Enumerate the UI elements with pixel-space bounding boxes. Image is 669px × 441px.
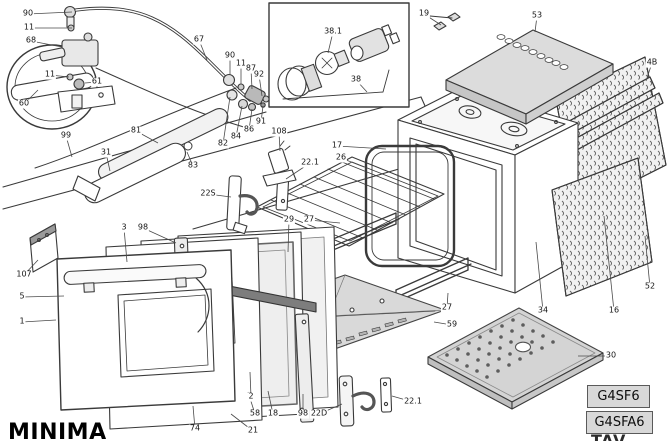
gas-pipe [74, 6, 252, 102]
hinge-bracket-lower [379, 377, 393, 413]
model-badge-2: G4SFA6 [586, 411, 653, 434]
model-badge-1: G4SF6 [587, 385, 650, 408]
micro-switch [262, 140, 297, 187]
door-gasket-frame [364, 144, 456, 268]
oven-door [56, 249, 236, 411]
brand-logo: MINIMA [8, 420, 107, 441]
bottom-tray [427, 307, 604, 410]
glass-column-bottom [294, 313, 315, 423]
hinge-right [338, 375, 376, 427]
oven-burner [72, 108, 229, 204]
top-cover [445, 29, 614, 125]
side-insulation-panel [551, 157, 653, 297]
pipe-fittings [222, 73, 270, 112]
small-plate [29, 223, 59, 273]
sheet-number: TAV. 425 [591, 431, 631, 441]
tray-holes [445, 318, 555, 379]
gas-valve [39, 5, 116, 113]
oven-cavity [397, 87, 579, 294]
fixing-clips [429, 12, 461, 31]
lamp-inset-box [268, 2, 410, 108]
hinge-left [226, 175, 259, 235]
